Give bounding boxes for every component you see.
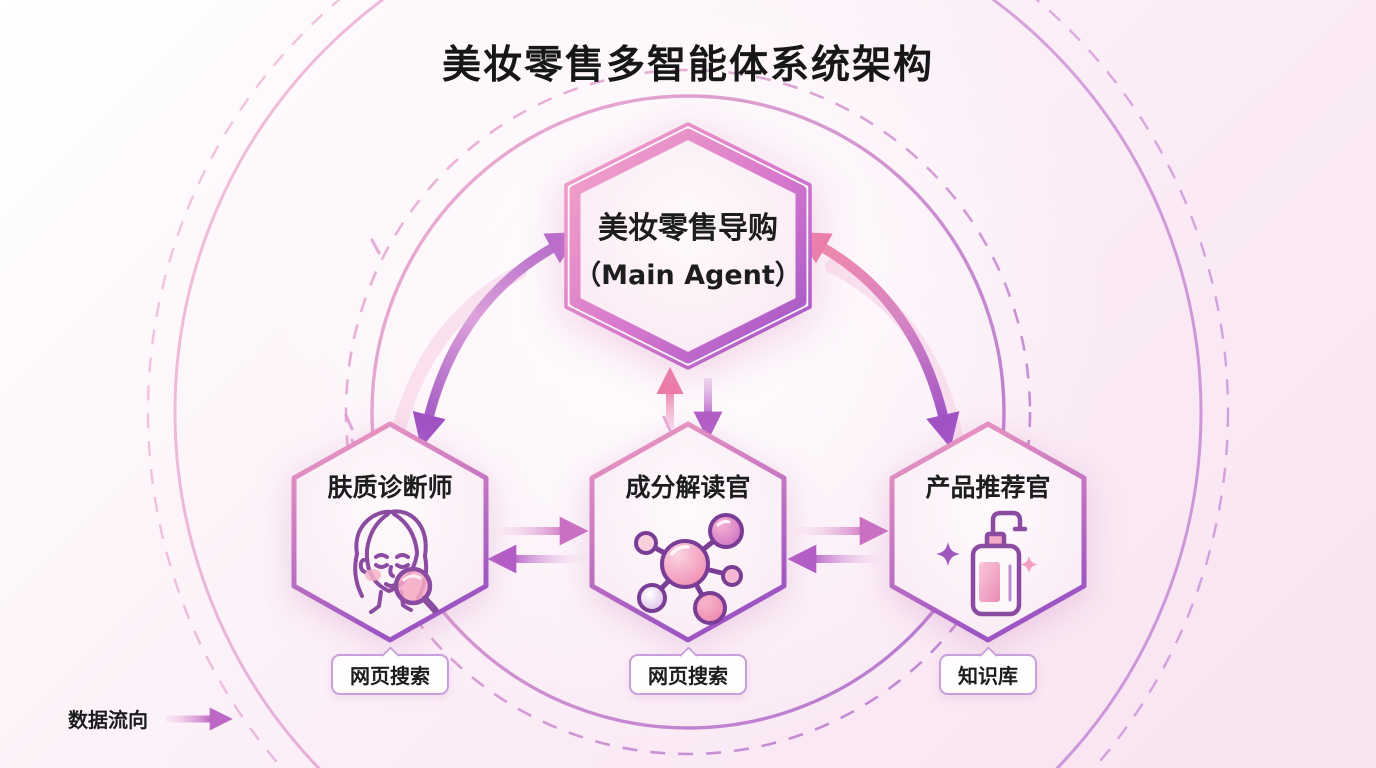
tool-badge-skin-diagnostician: 网页搜索 [331, 654, 449, 695]
face-magnifier-icon [353, 509, 439, 614]
agent-name: 成分解读官 [625, 473, 751, 502]
legend-label: 数据流向 [68, 708, 148, 732]
agent-node-ingredient-interpreter: 成分解读官 [588, 420, 788, 644]
lotion-bottle-sparkle-icon [936, 510, 1038, 617]
agent-node-product-recommender: 产品推荐官 [888, 420, 1088, 644]
arrow-main-skin [412, 232, 582, 449]
main-agent-node: 美妆零售导购 （Main Agent） [558, 118, 818, 374]
arrow-main-product [794, 231, 960, 449]
flow-arrows [412, 231, 960, 574]
background-circles [146, 0, 1230, 768]
page-title: 美妆零售多智能体系统架构 [441, 43, 934, 88]
main-agent-hexagon [564, 122, 812, 370]
molecule-icon [634, 513, 744, 625]
tool-badge-product-recommender: 知识库 [939, 654, 1037, 695]
agent-name: 产品推荐官 [925, 473, 1051, 502]
sparkle-icon [936, 542, 960, 566]
legend: 数据流向 [68, 704, 238, 733]
agent-node-skin-diagnostician: 肤质诊断师 [290, 420, 490, 644]
main-agent-name: 美妆零售导购 [598, 210, 778, 246]
main-agent-subtitle: （Main Agent） [574, 259, 802, 291]
flow-arrow-icon [166, 706, 233, 731]
sparkle-icon [1020, 556, 1038, 573]
agent-name: 肤质诊断师 [327, 473, 453, 502]
sub-hexagon [291, 421, 489, 643]
tool-badge-ingredient-interpreter: 网页搜索 [629, 654, 747, 695]
